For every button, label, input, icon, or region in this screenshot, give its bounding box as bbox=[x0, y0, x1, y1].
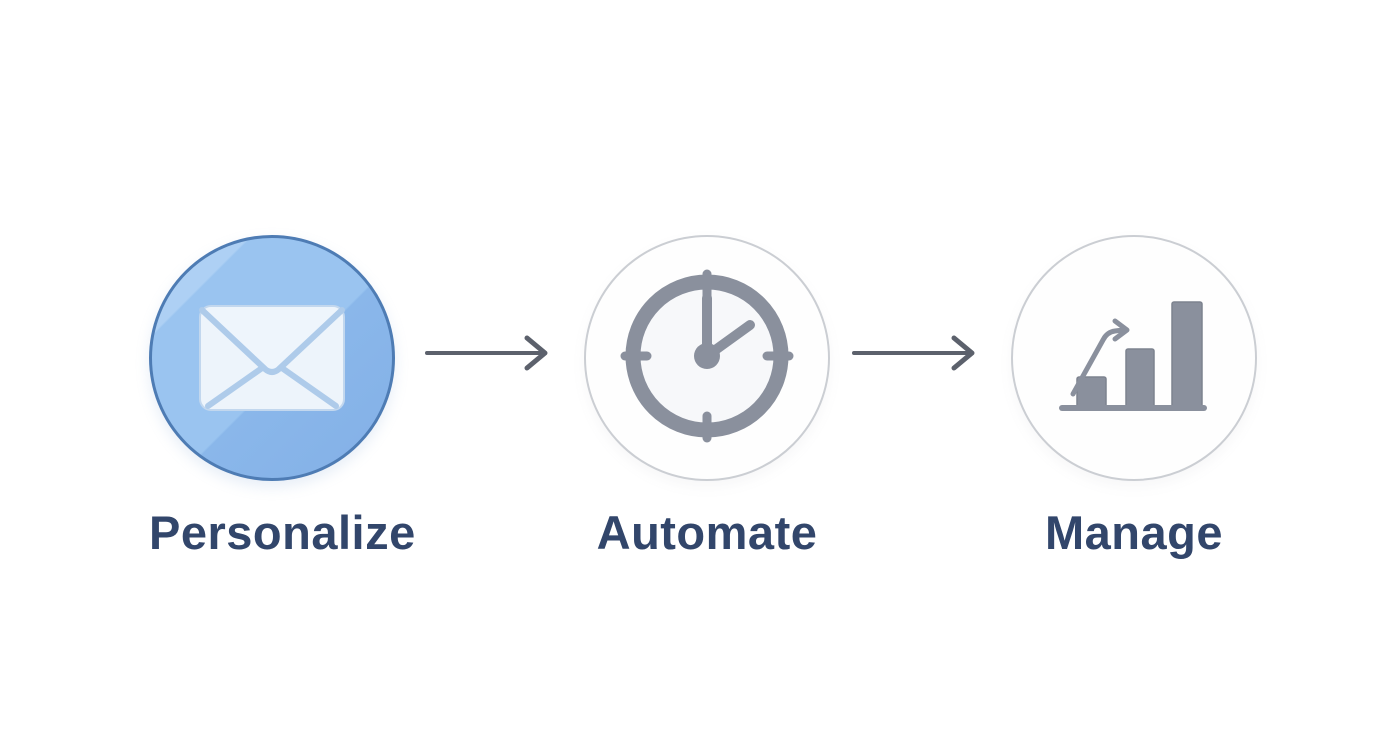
envelope-icon bbox=[199, 305, 345, 411]
automate-circle bbox=[584, 235, 830, 481]
clock-icon bbox=[620, 269, 794, 443]
flow-arrow-icon bbox=[425, 335, 548, 371]
step-manage: Manage bbox=[1011, 235, 1257, 559]
personalize-circle bbox=[149, 235, 395, 481]
step-label-automate: Automate bbox=[596, 506, 818, 559]
flow-arrow-icon bbox=[852, 335, 975, 371]
step-automate: Automate bbox=[584, 235, 830, 559]
step-label-personalize: Personalize bbox=[149, 506, 416, 559]
step-label-manage: Manage bbox=[1045, 506, 1223, 559]
bar-chart-icon bbox=[1059, 301, 1207, 411]
step-personalize: Personalize bbox=[149, 235, 416, 559]
manage-circle bbox=[1011, 235, 1257, 481]
